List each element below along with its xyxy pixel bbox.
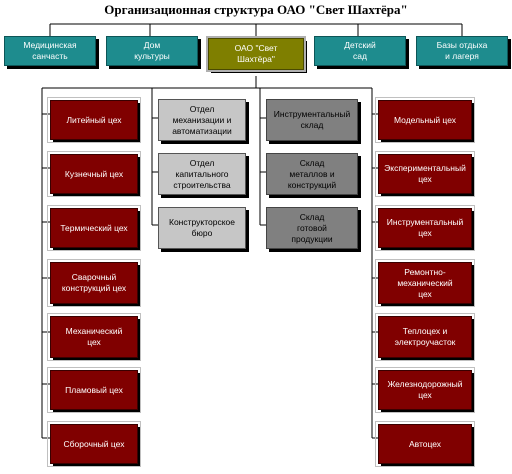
node-thermal-shop[interactable]: Термический цех — [47, 205, 141, 251]
node-tool-warehouse[interactable]: Инструментальный склад — [266, 99, 358, 141]
node-repair-shop[interactable]: Ремонтно- механический цех — [375, 259, 475, 307]
node-culture-house[interactable]: Дом культуры — [106, 36, 198, 66]
node-railway-shop[interactable]: Железнодорожный цех — [375, 367, 475, 413]
node-recreation-camps[interactable]: Базы отдыха и лагеря — [416, 36, 508, 66]
node-heat-electric-shop[interactable]: Теплоцех и электроучасток — [375, 313, 475, 361]
node-model-shop[interactable]: Модельный цех — [375, 97, 475, 143]
node-kindergarten[interactable]: Детский сад — [314, 36, 406, 66]
node-forge-shop[interactable]: Кузнечный цех — [47, 151, 141, 197]
node-metal-warehouse[interactable]: Склад металлов и конструкций — [266, 153, 358, 195]
node-plasma-shop[interactable]: Пламовый цех — [47, 367, 141, 413]
node-foundry-shop[interactable]: Литейный цех — [47, 97, 141, 143]
diagram-title: Организационная структура ОАО "Свет Шахт… — [104, 2, 408, 17]
node-capital-construction-dept[interactable]: Отдел капитального строительства — [158, 153, 246, 195]
node-medical-unit[interactable]: Медицинская санчасть — [4, 36, 96, 66]
node-mechanization-dept[interactable]: Отдел механизации и автоматизации — [158, 99, 246, 141]
node-mechanical-shop[interactable]: Механический цех — [47, 313, 141, 361]
node-assembly-shop[interactable]: Сборочный цех — [47, 421, 141, 467]
node-design-bureau[interactable]: Конструкторское бюро — [158, 207, 246, 249]
node-finished-goods-warehouse[interactable]: Склад готовой продукции — [266, 207, 358, 249]
node-experimental-shop[interactable]: Экспериментальный цех — [375, 151, 475, 197]
node-head-company[interactable]: ОАО "Свет Шахтёра" — [206, 36, 306, 72]
node-welding-shop[interactable]: Сварочный конструкций цех — [47, 259, 141, 307]
node-tool-shop[interactable]: Инструментальный цех — [375, 205, 475, 251]
node-auto-shop[interactable]: Автоцех — [375, 421, 475, 467]
